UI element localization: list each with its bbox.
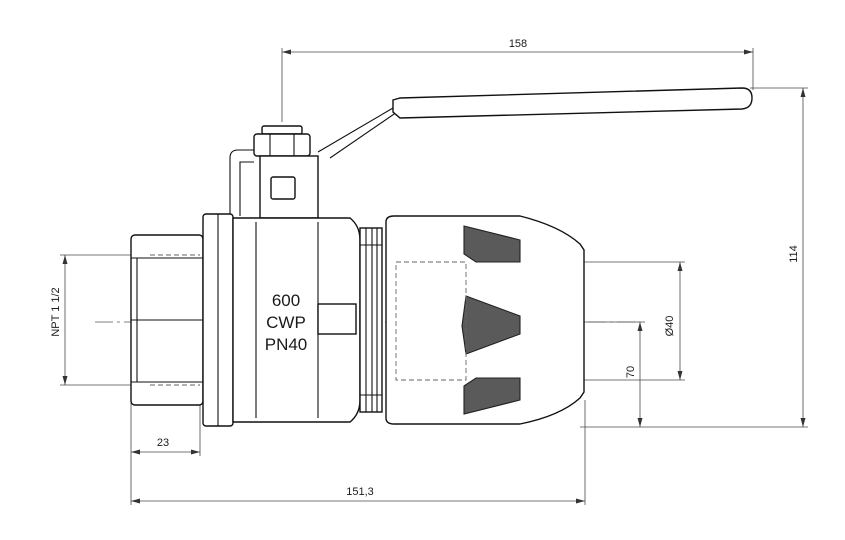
marking-pressure: 600	[272, 291, 300, 310]
stem-nut	[253, 125, 319, 219]
valve-handle	[229, 87, 753, 216]
marking-pn: PN40	[265, 335, 308, 354]
body-markings: 600 CWP PN40	[265, 291, 308, 354]
dim-thread-size: NPT 1 1/2	[50, 287, 62, 336]
dim-overall-height: 114	[788, 245, 800, 263]
dim-overall-length: 151,3	[346, 486, 374, 498]
compression-fitting	[385, 215, 585, 425]
dim-pipe-diameter: Ø40	[664, 316, 676, 337]
dim-handle-length: 158	[509, 38, 527, 50]
dim-center-height: 70	[625, 366, 637, 378]
dimension-labels: 158 114 Ø40 70 NPT 1 1/2 23 151,3	[50, 38, 800, 498]
marking-cwp: CWP	[266, 313, 306, 332]
dim-thread-length: 23	[157, 437, 169, 449]
valve-body	[202, 213, 383, 427]
threaded-end-left	[130, 234, 204, 406]
